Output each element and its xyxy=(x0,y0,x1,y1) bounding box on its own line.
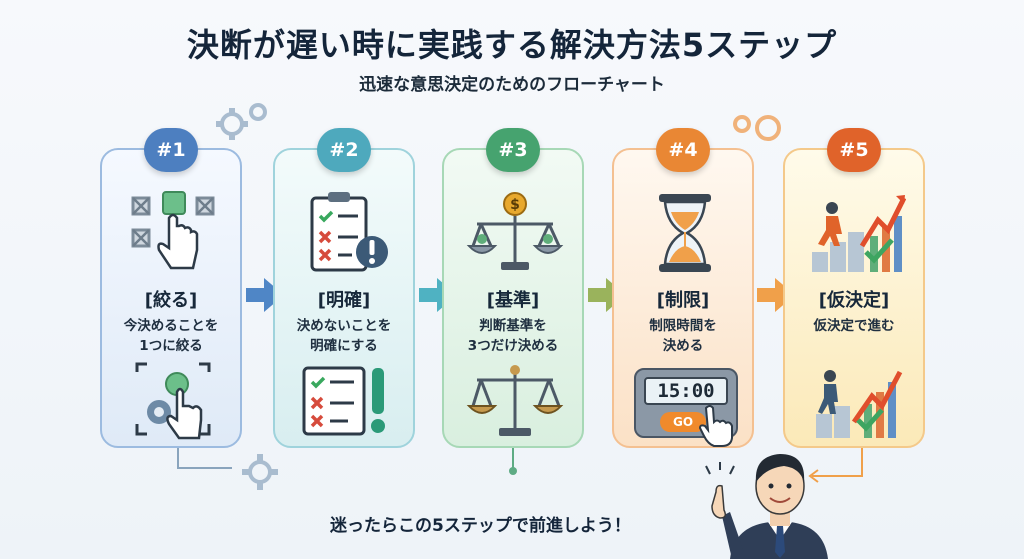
step-badge: #3 xyxy=(486,128,540,172)
timer-display: 15:00 xyxy=(644,377,728,405)
step-label: [基準] xyxy=(486,290,540,311)
step-description: 仮決定で進む xyxy=(813,318,895,334)
presenter-avatar xyxy=(705,454,828,559)
step-badge: #4 xyxy=(656,128,710,172)
step-card-4: #4 [制限] 制限時間を決める 15:00 GO xyxy=(612,128,754,448)
hand-pointer-icon xyxy=(698,405,733,447)
timer-panel: 15:00 GO xyxy=(634,368,738,438)
step-badge: #1 xyxy=(144,128,198,172)
arrow-right-icon xyxy=(757,278,795,312)
arrow-right-icon xyxy=(419,278,457,312)
growth-chart-icon xyxy=(816,370,903,438)
connector-line xyxy=(509,448,517,475)
gear-icon xyxy=(733,115,781,141)
page-subtitle: 迅速な意思決定のためのフローチャート xyxy=(359,75,665,95)
connector-line xyxy=(177,448,232,469)
gear-icon xyxy=(216,103,267,140)
arrow-right-icon xyxy=(246,278,284,312)
growth-chart-icon xyxy=(812,195,906,272)
step-label: [制限] xyxy=(656,290,710,311)
step-badge: #2 xyxy=(317,128,371,172)
step-badge: #5 xyxy=(827,128,881,172)
page-title: 決断が遅い時に実践する解決方法5ステップ xyxy=(186,26,838,64)
step-label: [明確] xyxy=(317,290,371,311)
step-card-2: #2 [明確] 決めないことを明確にする xyxy=(273,128,415,448)
svg-text:$: $ xyxy=(510,197,520,213)
arrow-right-icon xyxy=(588,278,626,312)
step-description: 制限時間を決める xyxy=(649,318,717,354)
step-label: [絞る] xyxy=(144,290,198,311)
connector-line xyxy=(808,448,863,483)
checklist-icon xyxy=(310,192,388,272)
balance-scale-icon: $ xyxy=(466,192,564,270)
gear-icon xyxy=(242,454,278,490)
hourglass-icon xyxy=(659,194,711,272)
step-card-5: #5 [仮決定] 仮決定で進む xyxy=(783,128,925,448)
balance-scale-icon xyxy=(466,365,564,436)
checklist-icon xyxy=(302,366,385,436)
step-description: 決めないことを明確にする xyxy=(296,318,392,354)
step-label: [仮決定] xyxy=(818,290,890,311)
hand-pointer-icon xyxy=(131,191,215,270)
footer-message: 迷ったらこの5ステップで前進しよう！ xyxy=(330,516,631,536)
go-button[interactable]: GO xyxy=(660,412,706,432)
gear-icon xyxy=(135,362,211,440)
